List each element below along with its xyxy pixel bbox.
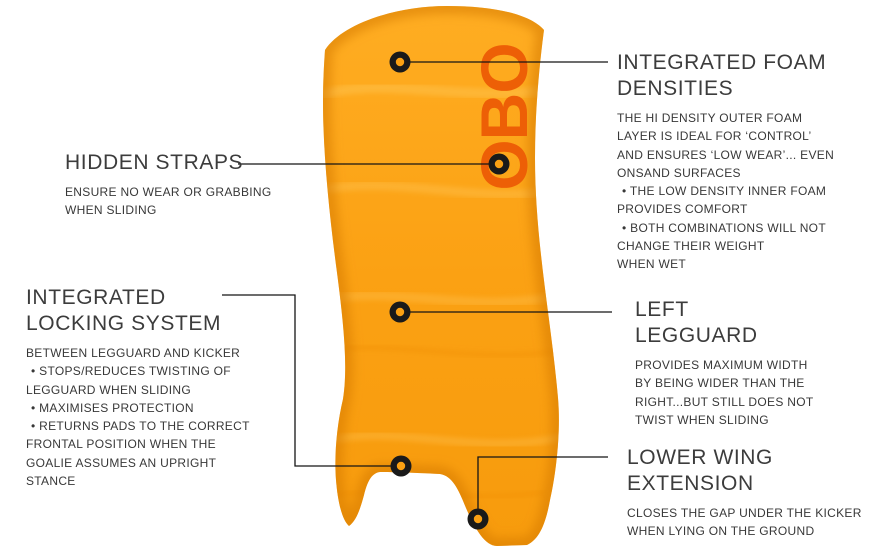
body-line: FRONTAL POSITION WHEN THE xyxy=(26,437,216,452)
body-line: PROVIDES MAXIMUM WIDTH xyxy=(635,358,808,372)
title-line: INTEGRATED FOAM xyxy=(617,51,827,74)
body-line: WHEN WET xyxy=(617,257,687,272)
marker-dot-hidden-straps xyxy=(488,153,510,175)
body-line: • THE LOW DENSITY INNER FOAM xyxy=(622,184,827,199)
callout-locking-system: INTEGRATED LOCKING SYSTEM BETWEEN LEGGUA… xyxy=(26,285,250,490)
callout-locking-system-title: INTEGRATED LOCKING SYSTEM xyxy=(26,285,250,337)
title-line: INTEGRATED xyxy=(26,286,166,309)
body-line: THE HI DENSITY OUTER FOAM xyxy=(617,111,803,125)
marker-dot-locking-system xyxy=(390,455,412,477)
body-line: WHEN SLIDING xyxy=(65,203,157,218)
body-line: LEGGUARD WHEN SLIDING xyxy=(26,382,191,397)
body-line: STANCE xyxy=(26,474,76,489)
body-line: RIGHT...BUT STILL DOES NOT xyxy=(635,394,814,409)
callout-foam-densities: INTEGRATED FOAM DENSITIES THE HI DENSITY… xyxy=(617,50,834,274)
body-line: GOALIE ASSUMES AN UPRIGHT xyxy=(26,455,217,470)
body-line: • STOPS/REDUCES TWISTING OF xyxy=(31,364,231,379)
title-line: LEGGUARD xyxy=(635,324,758,347)
body-line: PROVIDES COMFORT xyxy=(617,202,748,217)
title-line: HIDDEN STRAPS xyxy=(65,151,244,174)
callout-left-legguard: LEFT LEGGUARD PROVIDES MAXIMUM WIDTH BY … xyxy=(635,297,814,429)
callout-lower-wing-title: LOWER WING EXTENSION xyxy=(627,445,862,497)
body-line: ENSURE NO WEAR OR GRABBING xyxy=(65,185,272,199)
title-line: EXTENSION xyxy=(627,472,754,495)
callout-hidden-straps-title: HIDDEN STRAPS xyxy=(65,150,272,176)
callout-lower-wing-body: CLOSES THE GAP UNDER THE KICKER WHEN LYI… xyxy=(627,504,862,541)
marker-dot-lower-wing xyxy=(467,508,489,530)
body-line: • MAXIMISES PROTECTION xyxy=(31,400,194,415)
title-line: LOCKING SYSTEM xyxy=(26,312,222,335)
body-line: CHANGE THEIR WEIGHT xyxy=(617,239,765,254)
legguard-image: OBO xyxy=(323,6,559,546)
body-line: CLOSES THE GAP UNDER THE KICKER xyxy=(627,506,862,520)
callout-left-legguard-title: LEFT LEGGUARD xyxy=(635,297,814,349)
body-line: WHEN LYING ON THE GROUND xyxy=(627,524,815,539)
title-line: DENSITIES xyxy=(617,77,734,100)
body-line: TWIST WHEN SLIDING xyxy=(635,412,769,427)
callout-lower-wing: LOWER WING EXTENSION CLOSES THE GAP UNDE… xyxy=(627,445,862,541)
body-line: • BOTH COMBINATIONS WILL NOT xyxy=(622,220,826,235)
callout-hidden-straps-body: ENSURE NO WEAR OR GRABBING WHEN SLIDING xyxy=(65,183,272,220)
title-line: LEFT xyxy=(635,298,689,321)
legguard-shape xyxy=(323,6,559,546)
callout-foam-densities-body: THE HI DENSITY OUTER FOAM LAYER IS IDEAL… xyxy=(617,109,834,274)
body-line: AND ENSURES ‘LOW WEAR’... EVEN xyxy=(617,147,835,162)
callout-hidden-straps: HIDDEN STRAPS ENSURE NO WEAR OR GRABBING… xyxy=(65,150,272,220)
callout-left-legguard-body: PROVIDES MAXIMUM WIDTH BY BEING WIDER TH… xyxy=(635,356,814,429)
marker-dots xyxy=(389,51,510,530)
connector-locking-system xyxy=(222,294,391,467)
body-line: • RETURNS PADS TO THE CORRECT xyxy=(31,419,250,434)
body-line: ONSAND SURFACES xyxy=(617,165,741,180)
body-line: LAYER IS IDEAL FOR ‘CONTROL’ xyxy=(617,129,812,144)
body-line: BY BEING WIDER THAN THE xyxy=(635,376,805,391)
connector-lower-wing xyxy=(477,456,608,509)
title-line: LOWER WING xyxy=(627,446,773,469)
callout-foam-densities-title: INTEGRATED FOAM DENSITIES xyxy=(617,50,834,102)
body-line: BETWEEN LEGGUARD AND KICKER xyxy=(26,346,241,360)
marker-dot-left-legguard xyxy=(389,301,411,323)
callout-locking-system-body: BETWEEN LEGGUARD AND KICKER • STOPS/REDU… xyxy=(26,344,250,490)
connector-lines xyxy=(222,61,612,509)
marker-dot-foam-densities xyxy=(389,51,411,73)
